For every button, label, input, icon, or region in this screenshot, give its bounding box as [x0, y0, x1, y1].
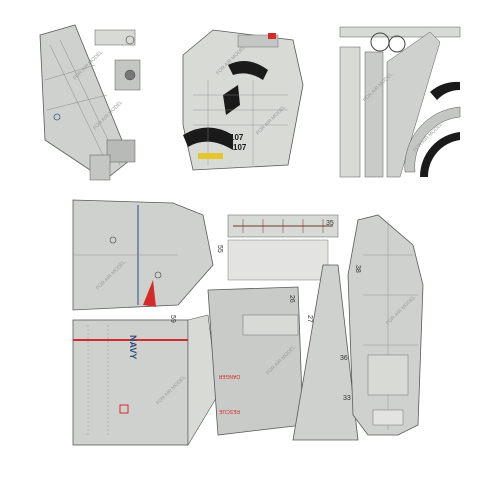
part-number: 27 — [306, 315, 313, 323]
main-parts-drawing: NAVY DANGER RESCUE 55 59 35 38 36 33 — [72, 199, 424, 447]
tail-code-b: 107 — [233, 143, 247, 152]
part-number: 36 — [340, 355, 348, 362]
sheet-strips-arcs: FOR AIR MODEL FOR AIR MODEL — [335, 22, 465, 187]
fuselage-stripes-drawing: 107 107 FOR AIR MODEL FOR AIR MODEL — [182, 29, 304, 171]
rescue-text: RESCUE — [218, 408, 240, 414]
sheet-wing-panel: FOR AIR MODEL FOR AIR MODEL — [35, 20, 150, 185]
navy-label: NAVY — [128, 335, 138, 359]
part-number: 26 — [288, 295, 295, 303]
warning-text: DANGER — [218, 373, 240, 379]
part-number: 55 — [216, 245, 223, 253]
part-number: 38 — [354, 265, 361, 273]
wing-panel-drawing: FOR AIR MODEL FOR AIR MODEL — [39, 24, 141, 181]
sheet-main-parts: NAVY DANGER RESCUE 55 59 35 38 36 33 — [68, 195, 440, 450]
tail-code-a: 107 — [230, 133, 244, 142]
part-number: 33 — [343, 395, 351, 402]
strips-arcs-drawing: FOR AIR MODEL FOR AIR MODEL — [339, 26, 461, 178]
part-number: 59 — [169, 315, 176, 323]
sheet-fuselage-stripes: 107 107 FOR AIR MODEL FOR AIR MODEL — [178, 25, 308, 175]
part-number: 35 — [326, 220, 334, 227]
